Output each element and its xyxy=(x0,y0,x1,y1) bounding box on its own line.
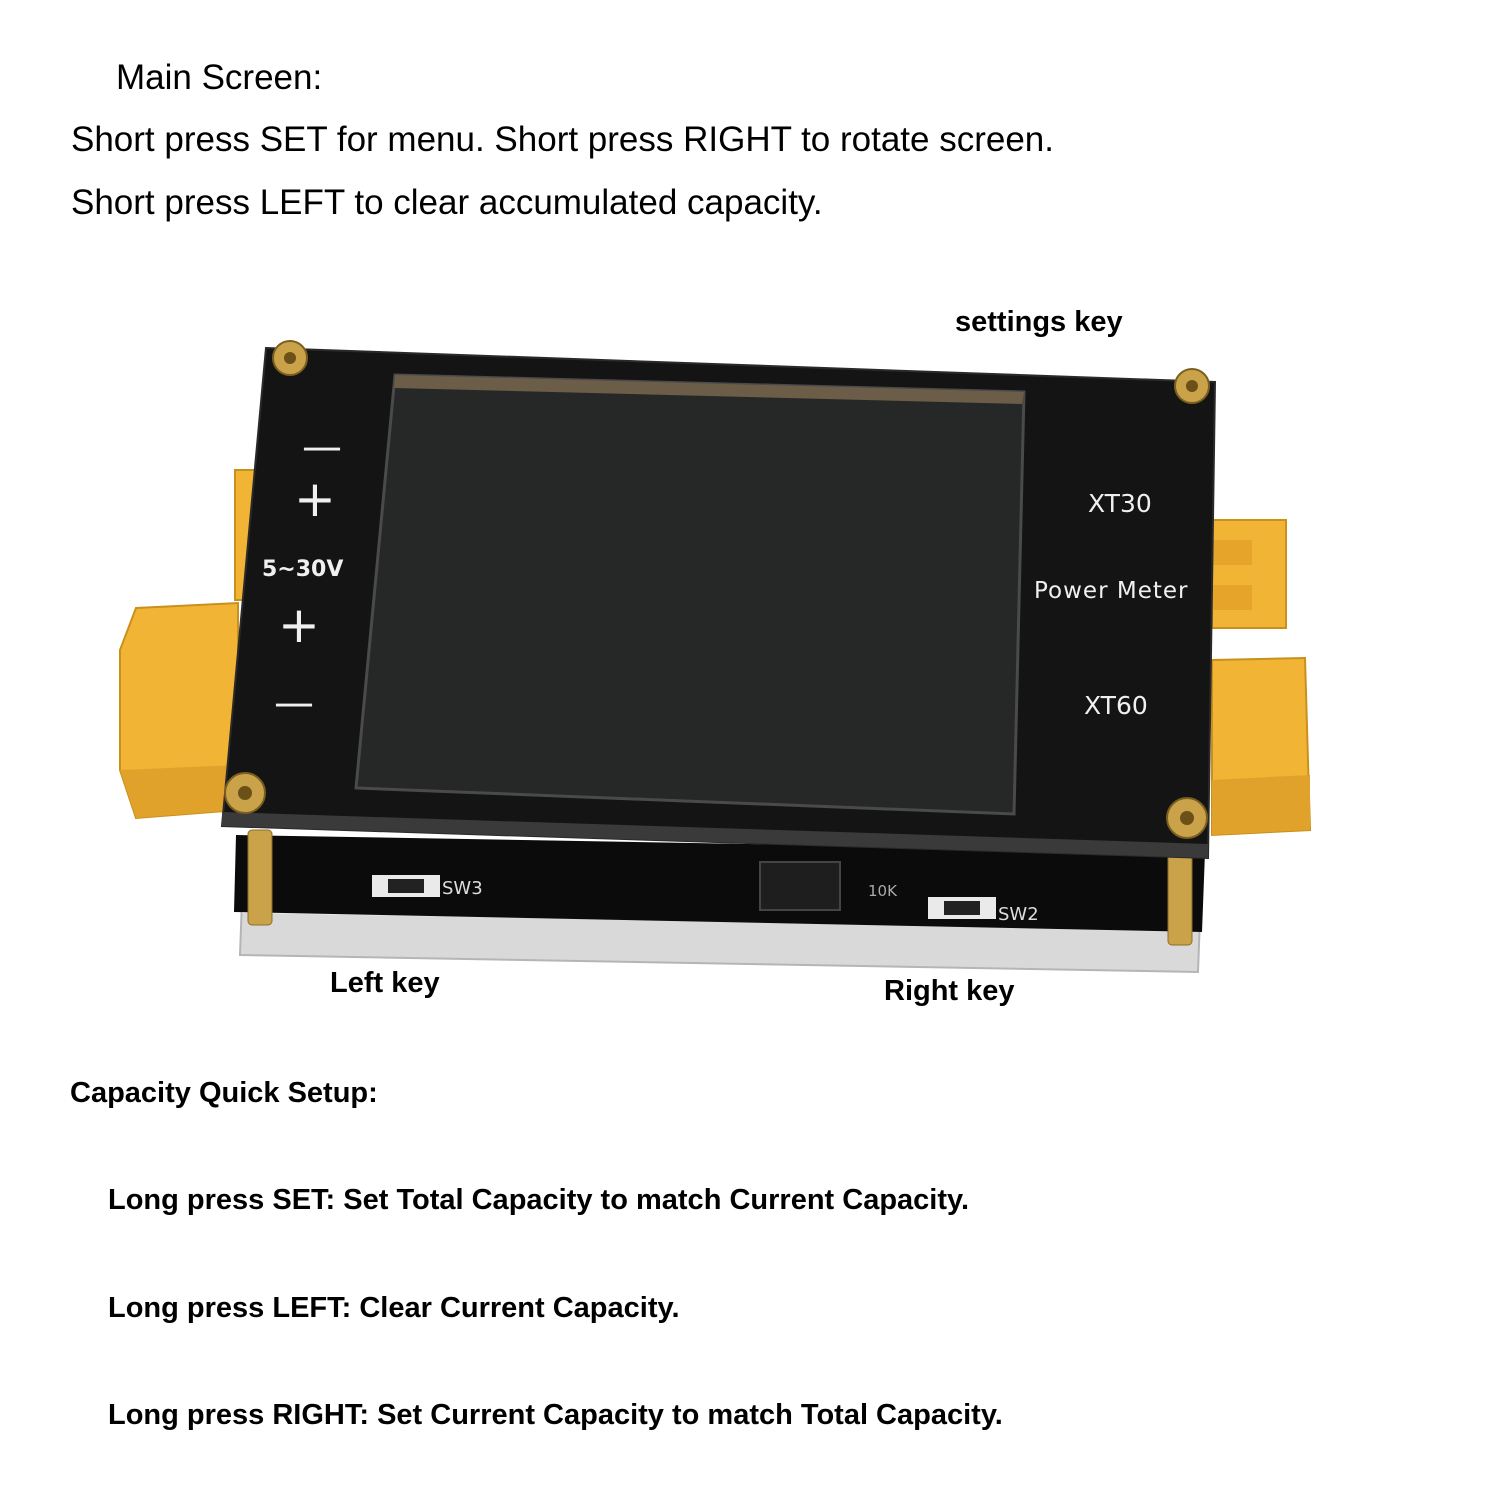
right-xt30-connector xyxy=(1211,519,1287,629)
sw2-label: SW2 xyxy=(998,904,1039,925)
instruction-line-2: Short press LEFT to clear accumulated ca… xyxy=(71,183,823,222)
minus-bottom-label: — xyxy=(274,680,314,726)
brass-standoffs xyxy=(247,829,1193,946)
voltage-label: 5~30V xyxy=(262,557,343,582)
plus-top-label: + xyxy=(294,470,336,528)
settings-key-label: settings key xyxy=(955,306,1123,338)
sw3-button xyxy=(372,875,440,897)
lower-chip xyxy=(759,861,841,911)
left-xt60-connector xyxy=(119,601,239,820)
right-key-label: Right key xyxy=(884,975,1015,1007)
power-meter-label: Power Meter xyxy=(1034,578,1188,604)
quick-setup-item: Long press SET: Set Total Capacity to ma… xyxy=(108,1184,970,1216)
quick-setup-item: Long press LEFT: Clear Current Capacity. xyxy=(108,1292,680,1324)
quick-setup-title: Capacity Quick Setup: xyxy=(70,1077,378,1109)
resistor-label: 10K xyxy=(868,882,898,900)
instruction-line-1: Short press SET for menu. Short press RI… xyxy=(71,120,1054,159)
xt60-label: XT60 xyxy=(1084,691,1148,720)
minus-top-label: — xyxy=(302,424,342,470)
xt30-label: XT30 xyxy=(1088,489,1152,518)
corner-screws xyxy=(224,340,1210,839)
sw3-label: SW3 xyxy=(442,878,483,899)
plus-bottom-label: + xyxy=(278,596,320,654)
quick-setup-item: Long press RIGHT: Set Current Capacity t… xyxy=(108,1399,1003,1431)
sw2-button xyxy=(928,897,996,919)
display-screen xyxy=(354,373,1026,816)
right-xt60-connector xyxy=(1211,656,1312,837)
main-screen-title: Main Screen: xyxy=(116,58,323,97)
left-key-label: Left key xyxy=(330,967,440,999)
